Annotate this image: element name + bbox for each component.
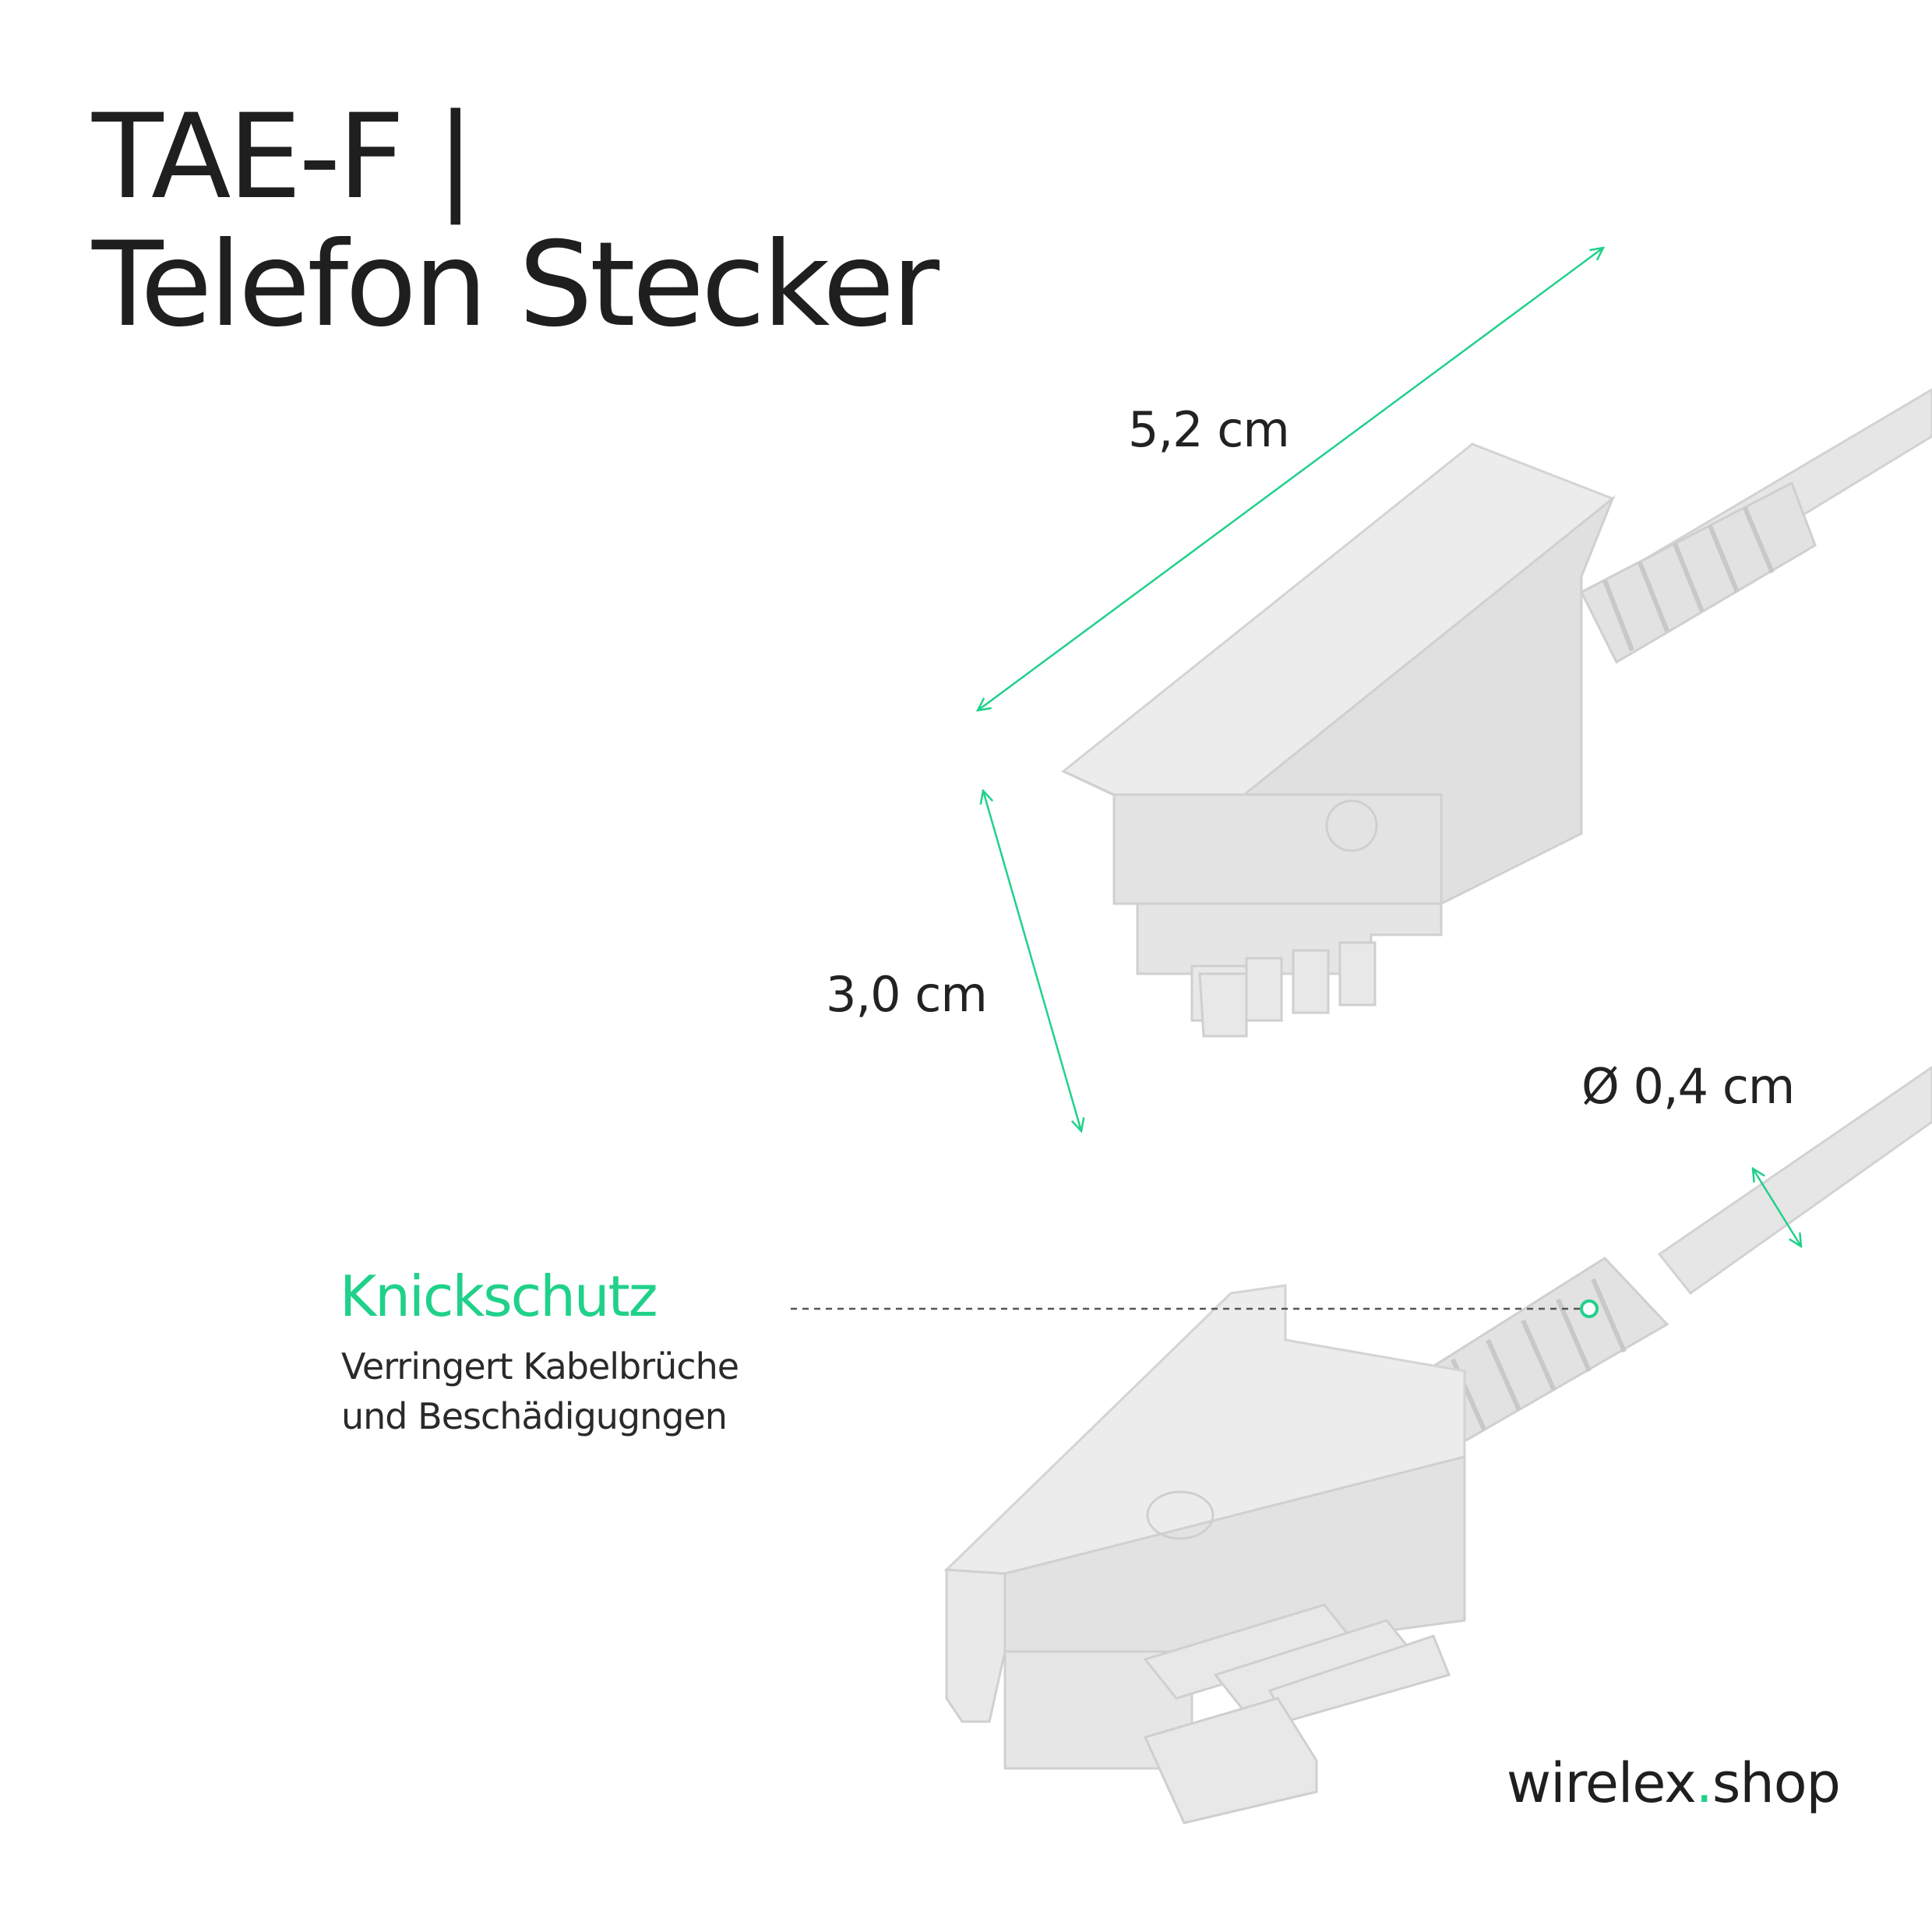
brand-tld: shop xyxy=(1712,1751,1841,1815)
diameter-arrow xyxy=(1753,1169,1801,1246)
title-line-1: TAE-F | xyxy=(92,90,475,225)
height-label: 3,0 cm xyxy=(826,966,988,1023)
feature-description-line-1: Verringert Kabelbrüche xyxy=(341,1345,739,1387)
lower-strain-relief xyxy=(1423,1257,1669,1444)
brand-name: wirelex xyxy=(1506,1751,1697,1815)
length-label: 5,2 cm xyxy=(1128,401,1290,458)
brand-logo: wirelex.shop xyxy=(1506,1751,1841,1815)
feature-title: Knickschutz xyxy=(340,1264,658,1329)
upper-strain-relief xyxy=(1579,481,1817,665)
height-arrow xyxy=(983,791,1081,1131)
brand-dot: . xyxy=(1695,1751,1713,1815)
lower-plug-front xyxy=(945,1568,1007,1723)
title-line-2: Telefon Stecker xyxy=(92,217,940,353)
knickschutz-marker xyxy=(1580,1299,1599,1318)
length-arrow xyxy=(978,248,1603,710)
lower-plug xyxy=(943,1066,1932,1824)
diameter-label: Ø 0,4 cm xyxy=(1581,1058,1795,1115)
page-title: TAE-F | Telefon Stecker xyxy=(92,90,940,353)
feature-description-line-2: und Beschädigugngen xyxy=(341,1395,728,1437)
upper-plug xyxy=(1061,388,1932,1038)
feature-description: Verringert Kabelbrüche und Beschädigugng… xyxy=(341,1341,739,1441)
